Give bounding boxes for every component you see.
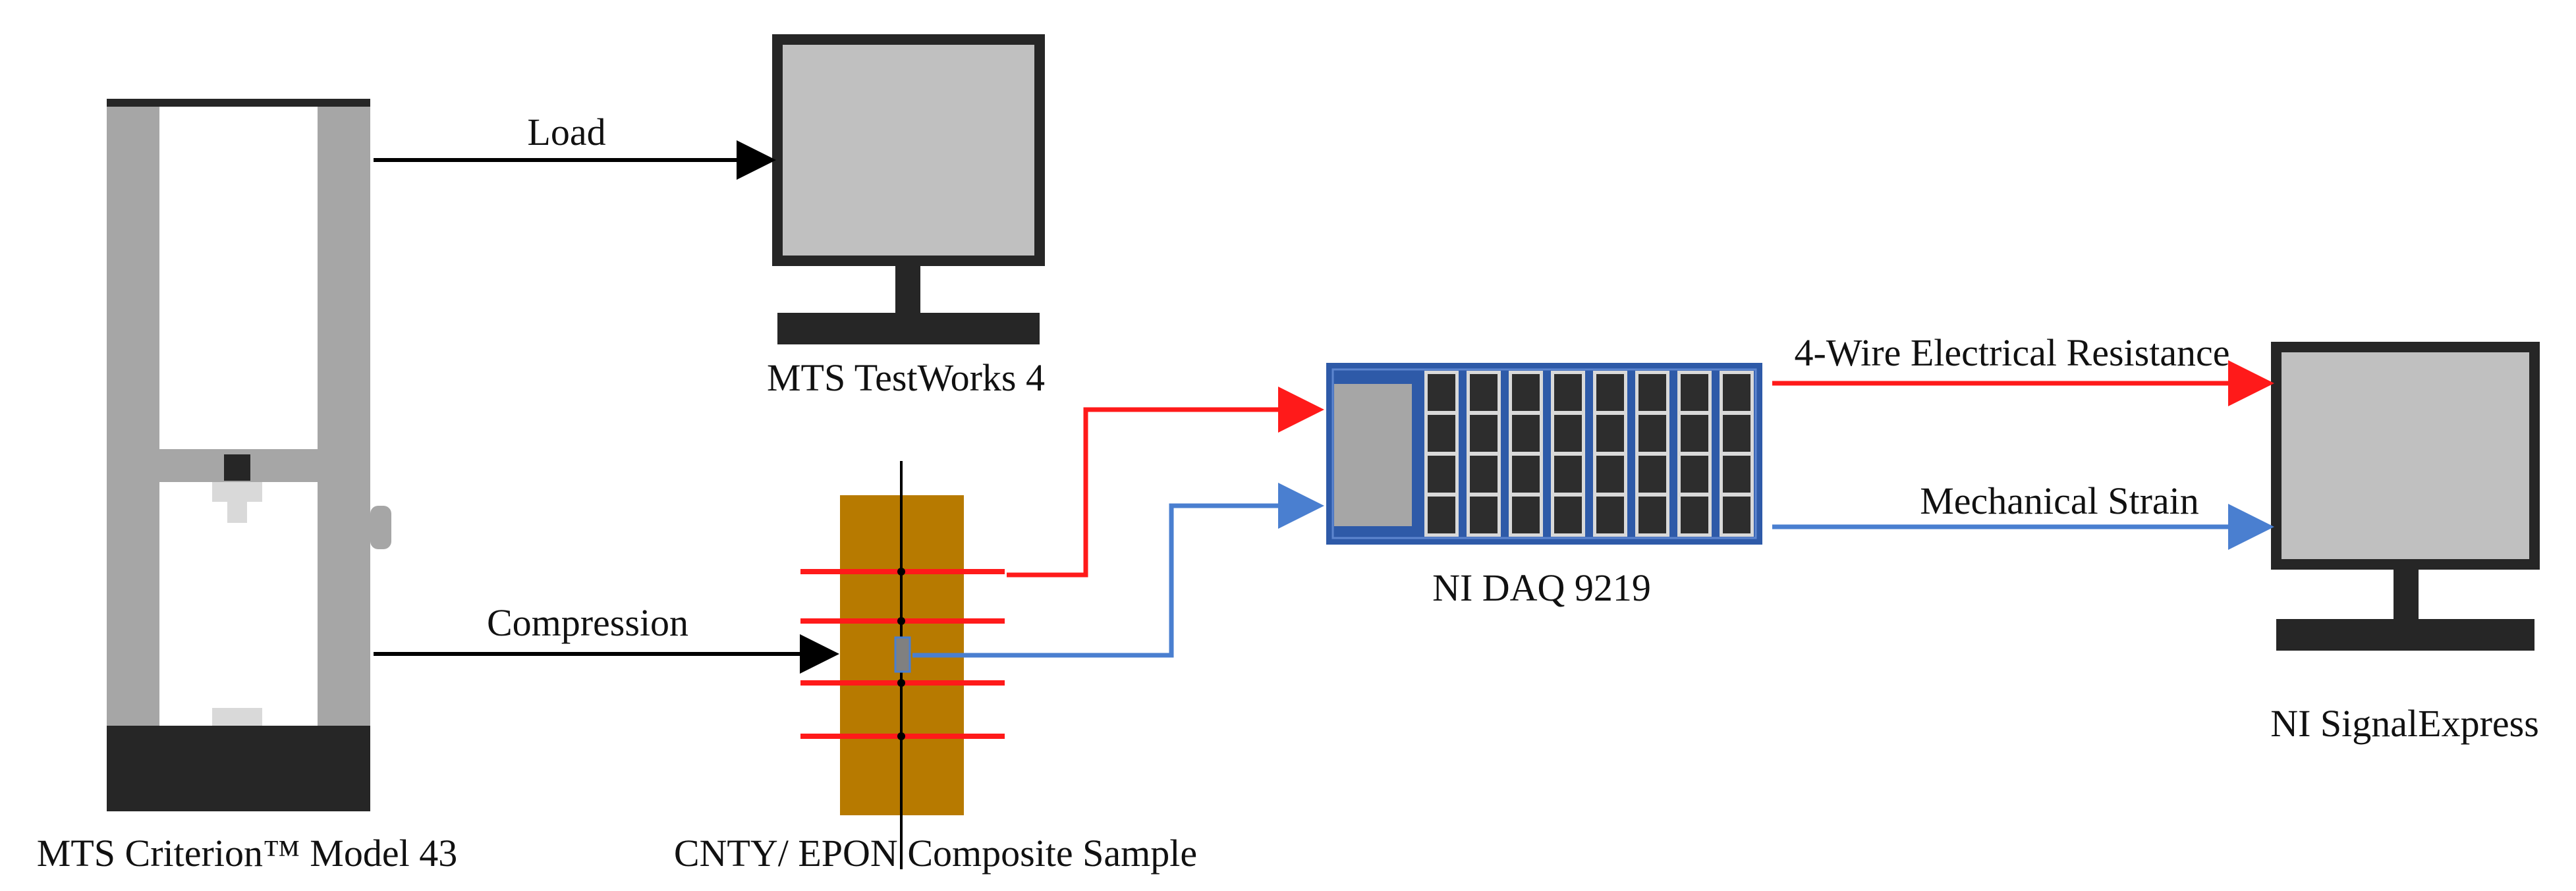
daq-channel-terminal (1470, 374, 1498, 411)
compression-arrow-label: Compression (487, 601, 688, 644)
strain-wire-to-daq (912, 483, 1324, 658)
daq-channel-terminal (1554, 497, 1582, 533)
daq-channel-terminal (1681, 456, 1708, 493)
composite-sample-icon (800, 461, 1005, 869)
resistance-arrow-label: 4-Wire Electrical Resistance (1794, 331, 2229, 374)
daq-chassis-icon (1326, 363, 1762, 545)
daq-channel-terminal (1554, 456, 1582, 493)
daq-channel-terminal (1470, 415, 1498, 452)
resistance-wire-to-daq (1007, 387, 1324, 578)
universal-testing-machine-icon (107, 99, 391, 811)
daq-channel-terminal (1428, 456, 1455, 493)
daq-channel-terminal (1470, 497, 1498, 533)
daq-channel-terminal (1596, 415, 1624, 452)
daq-channel-terminal (1428, 374, 1455, 411)
mts-machine-label: MTS Criterion™ Model 43 (37, 832, 457, 875)
daq-channel-terminal (1512, 497, 1540, 533)
strain-arrow-label: Mechanical Strain (1920, 479, 2199, 522)
daq-channel-terminal (1638, 415, 1666, 452)
daq-channel-terminal (1428, 497, 1455, 533)
daq-channel-terminal (1512, 456, 1540, 493)
monitor-icon (772, 34, 1045, 344)
daq-channel-terminal (1554, 415, 1582, 452)
daq-label: NI DAQ 9219 (1432, 566, 1651, 609)
daq-channel-terminal (1638, 374, 1666, 411)
signalexpress-label: NI SignalExpress (2270, 702, 2539, 745)
daq-channel-terminal (1512, 415, 1540, 452)
daq-channel-grid (1424, 371, 1754, 537)
daq-channel-terminal (1723, 415, 1750, 452)
daq-channel-terminal (1596, 374, 1624, 411)
daq-channel-terminal (1723, 497, 1750, 533)
daq-channel-terminal (1512, 374, 1540, 411)
daq-channel-terminal (1723, 456, 1750, 493)
daq-channel-terminal (1681, 415, 1708, 452)
daq-channel-terminal (1723, 374, 1750, 411)
sample-label: CNTY/ EPON Composite Sample (674, 832, 1197, 875)
daq-channel-terminal (1428, 415, 1455, 452)
daq-channel-terminal (1554, 374, 1582, 411)
monitor-icon (2271, 342, 2540, 651)
daq-channel-terminal (1596, 497, 1624, 533)
daq-channel-terminal (1638, 456, 1666, 493)
daq-channel-terminal (1681, 374, 1708, 411)
daq-channel-terminal (1470, 456, 1498, 493)
testworks-label: MTS TestWorks 4 (767, 356, 1045, 399)
load-arrow-label: Load (527, 111, 605, 153)
daq-channel-terminal (1596, 456, 1624, 493)
daq-channel-terminal (1681, 497, 1708, 533)
daq-channel-terminal (1638, 497, 1666, 533)
